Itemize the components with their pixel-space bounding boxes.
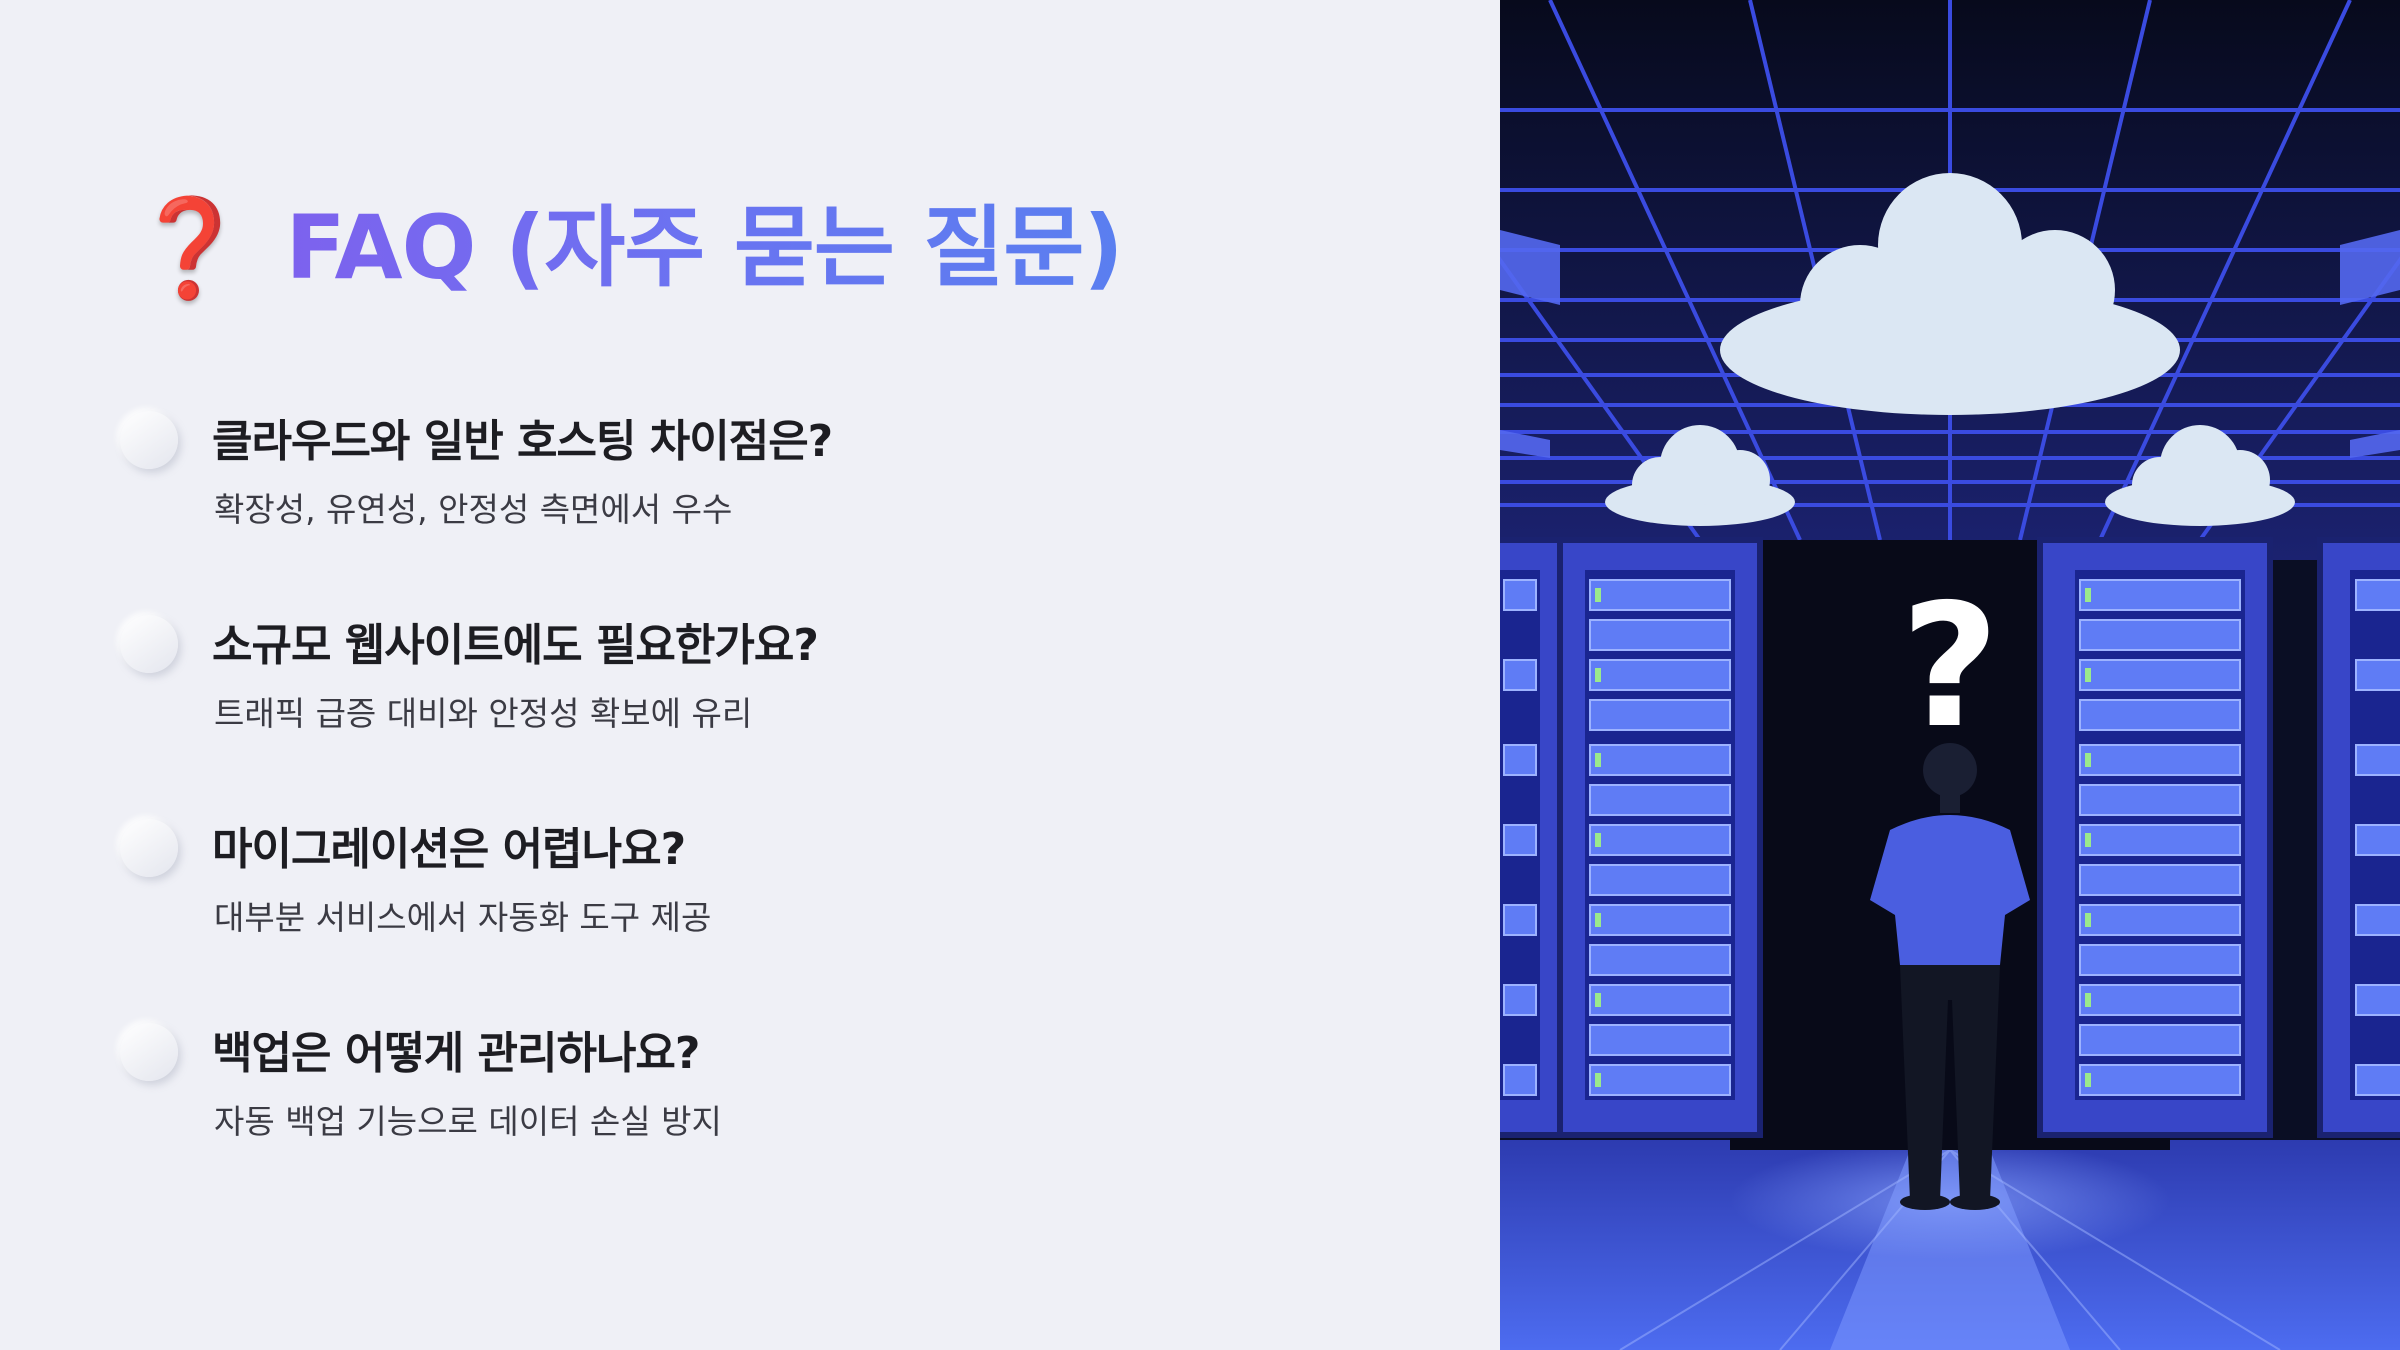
faq-question: 마이그레이션은 어렵나요?	[212, 824, 686, 875]
person-figure	[1870, 743, 2030, 1210]
faq-question: 클라우드와 일반 호스팅 차이점은?	[212, 416, 833, 467]
radio-button[interactable]	[120, 819, 178, 877]
server-units	[1503, 579, 2400, 1096]
cloud-icon	[1605, 425, 1795, 526]
faq-answer: 대부분 서비스에서 자동화 도구 제공	[214, 898, 712, 937]
page-header: ❓ FAQ (자주 묻는 질문)	[130, 192, 1124, 305]
faq-question: 소규모 웹사이트에도 필요한가요?	[212, 620, 819, 671]
radio-button[interactable]	[120, 1023, 178, 1081]
faq-question: 백업은 어떻게 관리하나요?	[212, 1028, 700, 1079]
faq-answer: 자동 백업 기능으로 데이터 손실 방지	[214, 1102, 722, 1141]
cloud-icon	[2105, 425, 2295, 526]
question-mark-glyph: ?	[1901, 568, 2000, 766]
ceiling-lights	[1500, 230, 2400, 458]
faq-answer: 확장성, 유연성, 안정성 측면에서 우수	[214, 490, 733, 529]
faq-answer: 트래픽 급증 대비와 안정성 확보에 유리	[214, 694, 753, 733]
cloud-icon	[1720, 173, 2180, 415]
question-mark-icon: ❓	[130, 192, 250, 305]
radio-button[interactable]	[120, 411, 178, 469]
server-room-illustration: ?	[1500, 0, 2400, 1350]
page-title: FAQ (자주 묻는 질문)	[285, 196, 1124, 299]
radio-button[interactable]	[120, 615, 178, 673]
server-leds	[1595, 588, 2091, 1087]
content-panel: ❓ FAQ (자주 묻는 질문) 클라우드와 일반 호스팅 차이점은? 확장성,…	[120, 192, 1124, 1141]
